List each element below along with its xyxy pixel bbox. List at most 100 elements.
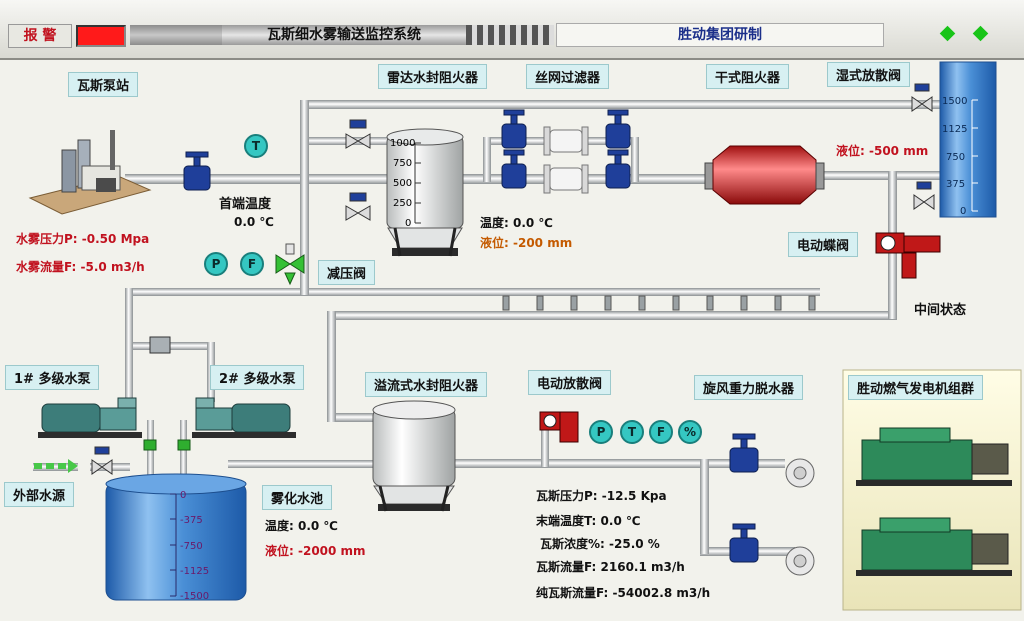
gas-flow: 瓦斯流量F: 2160.1 m3/h <box>536 558 685 575</box>
pump-1-illustration <box>38 397 142 438</box>
mist-flow-value: -5.0 m3/h <box>80 260 145 274</box>
valve-generator-bottom <box>729 523 759 563</box>
mist-pressure-value: -0.50 Mpa <box>81 232 150 246</box>
end-temp: 末端温度T: 0.0 ℃ <box>536 512 641 529</box>
gas-conc-value: -25.0 % <box>609 537 660 551</box>
label-electric-butterfly: 电动蝶阀 <box>788 232 859 257</box>
electric-vent-valve <box>539 411 579 443</box>
pressure-gauge-mist[interactable]: P <box>204 252 228 276</box>
pool-level: 液位: -2000 mm <box>265 542 366 559</box>
tank-scale-250: 250 <box>393 198 412 209</box>
atomizing-pool: 0 -375 -750 -1125 -1500 <box>105 473 247 602</box>
temperature-gauge-head[interactable]: T <box>244 134 268 158</box>
tank-level-label: 液位: <box>480 236 509 250</box>
gas-pressure-label: 瓦斯压力P: <box>536 489 598 503</box>
tank-temp: 温度: 0.0 ℃ <box>480 214 553 231</box>
label-dry-flame-arrester: 干式阻火器 <box>706 64 790 89</box>
pool-scale-750: -750 <box>180 541 203 552</box>
radar-water-seal-tank: 1000 750 500 250 0 <box>386 128 464 257</box>
spray-nozzles <box>502 295 816 311</box>
vent-scale-0: 0 <box>960 206 966 217</box>
alarm-indicator[interactable] <box>76 25 126 47</box>
pool-temp-value: 0.0 ℃ <box>298 519 338 533</box>
pool-temp-label: 温度: <box>265 519 294 533</box>
pool-scale-0: 0 <box>180 490 186 501</box>
temperature-gauge-gas[interactable]: T <box>620 420 644 444</box>
pure-gas-flow-label: 纯瓦斯流量F: <box>536 586 609 600</box>
tank-scale-0: 0 <box>405 218 411 229</box>
generator-set-2 <box>856 517 1012 576</box>
flow-gauge-gas[interactable]: F <box>649 420 673 444</box>
mist-pressure-label: 水雾压力P: <box>16 232 78 246</box>
dry-flame-arrester <box>704 145 825 205</box>
valve-generator-top <box>729 433 759 473</box>
pressure-gauge-gas[interactable]: P <box>589 420 613 444</box>
end-temp-label: 末端温度T: <box>536 514 597 528</box>
pure-gas-flow-value: -54002.8 m3/h <box>612 586 711 600</box>
pressure-reducing-valve <box>275 243 305 286</box>
electric-butterfly-valve <box>875 232 941 279</box>
title-bar-spacer <box>130 25 222 45</box>
label-pressure-reducer: 减压阀 <box>318 260 376 285</box>
tank-level-value: -200 mm <box>513 236 573 250</box>
pool-scale-375: -375 <box>180 515 203 526</box>
gas-pressure-value: -12.5 Kpa <box>601 489 667 503</box>
vent-scale-1125: 1125 <box>942 124 967 135</box>
mist-flow: 水雾流量F: -5.0 m3/h <box>16 258 145 275</box>
label-pump-1: 1# 多级水泵 <box>5 365 100 390</box>
label-gas-pump-station: 瓦斯泵站 <box>68 72 139 97</box>
tank-scale-500: 500 <box>393 178 412 189</box>
overflow-water-seal-tank <box>372 400 456 512</box>
tank-temp-label: 温度: <box>480 216 509 230</box>
valve-head-line <box>183 151 211 191</box>
external-water-arrow-icon <box>34 459 78 473</box>
gas-pump-station-illustration <box>28 130 152 215</box>
pool-level-label: 液位: <box>265 544 294 558</box>
gas-flow-value: 2160.1 m3/h <box>600 560 685 574</box>
tank-scale-1000: 1000 <box>390 138 415 149</box>
alarm-label: 报 警 <box>8 24 72 48</box>
flow-gauge-mist[interactable]: F <box>240 252 264 276</box>
wet-vent-column: 1500 1125 750 375 0 <box>939 61 997 218</box>
gas-pressure: 瓦斯压力P: -12.5 Kpa <box>536 487 667 504</box>
valve-filter-top-left <box>501 109 527 149</box>
vent-scale-750: 750 <box>946 152 965 163</box>
pool-scale-1125: -1125 <box>180 566 209 577</box>
gas-conc-label: 瓦斯浓度%: <box>540 537 605 551</box>
pool-temp: 温度: 0.0 ℃ <box>265 517 338 534</box>
label-cyclone-dewater: 旋风重力脱水器 <box>694 375 804 400</box>
small-gate-valves <box>91 83 935 475</box>
valve-filter-top-right <box>605 109 631 149</box>
tank-scale-750: 750 <box>393 158 412 169</box>
vent-level-label: 液位: <box>836 144 865 158</box>
blue-valves <box>183 109 759 563</box>
label-pump-2: 2# 多级水泵 <box>210 365 305 390</box>
head-temp-value: 0.0 ℃ <box>234 215 274 229</box>
label-electric-vent-valve: 电动放散阀 <box>528 370 612 395</box>
check-valves <box>143 439 191 451</box>
pure-gas-flow: 纯瓦斯流量F: -54002.8 m3/h <box>536 584 710 601</box>
label-wet-vent-valve: 湿式放散阀 <box>827 62 911 87</box>
title-bar: 报 警 瓦斯细水雾输送监控系统 胜动集团研制 <box>0 0 1024 60</box>
valve-filter-bottom-right <box>605 149 631 189</box>
label-external-water: 外部水源 <box>4 482 75 507</box>
mist-flow-label: 水雾流量F: <box>16 260 77 274</box>
pump-2-illustration <box>192 397 296 438</box>
label-radar-water-seal: 雷达水封阻火器 <box>378 64 488 89</box>
wire-mesh-filter-bottom <box>543 164 589 194</box>
label-intermediate-state: 中间状态 <box>914 303 967 318</box>
label-generator-group: 胜动燃气发电机组群 <box>848 375 984 400</box>
valve-filter-bottom-left <box>501 149 527 189</box>
concentration-gauge-gas[interactable]: % <box>678 420 702 444</box>
title-bar-grip <box>466 25 554 45</box>
cyclone-dewaterers <box>785 458 815 576</box>
label-wire-mesh-filter: 丝网过滤器 <box>526 64 610 89</box>
company-name: 胜动集团研制 <box>556 23 884 47</box>
pool-level-value: -2000 mm <box>298 544 366 558</box>
vent-scale-375: 375 <box>946 179 965 190</box>
end-temp-value: 0.0 ℃ <box>600 514 641 528</box>
head-temp-label: 首端温度 <box>219 197 272 212</box>
vent-level: 液位: -500 mm <box>836 142 928 159</box>
gas-flow-label: 瓦斯流量F: <box>536 560 597 574</box>
